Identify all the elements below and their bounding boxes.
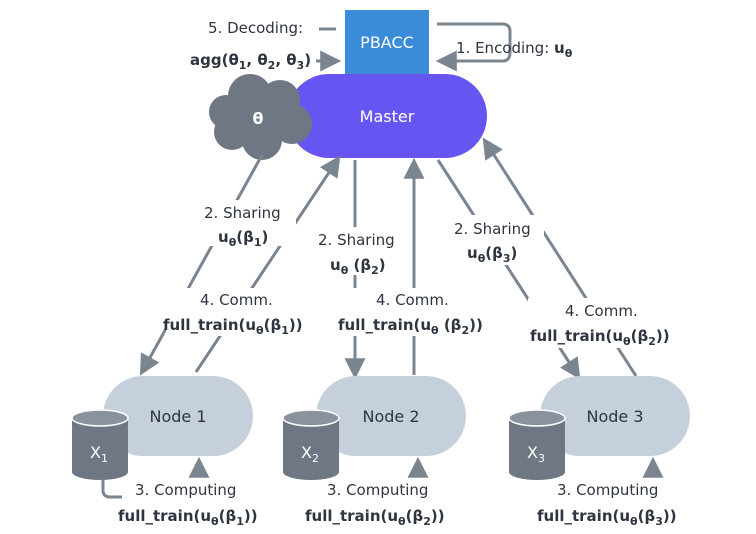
sharing-label-1: 2. Sharing uθ(β1): [200, 200, 296, 249]
computing-label-3: 3. Computing full_train(uθ(β3)): [537, 481, 677, 528]
pbacc-label: PBACC: [360, 33, 414, 52]
node-3-label: Node 3: [586, 407, 643, 426]
encoding-label: 1. Encoding: uθ: [456, 39, 573, 60]
sharing-arrow-1: [139, 154, 264, 376]
svg-text:uθ (β2): uθ (β2): [330, 256, 386, 277]
dataset-label-2: X2: [301, 443, 319, 465]
svg-text:3. Computing: 3. Computing: [135, 481, 236, 499]
svg-text:3. Computing: 3. Computing: [327, 481, 428, 499]
svg-text:2. Sharing: 2. Sharing: [454, 220, 531, 238]
svg-text:full_train(uθ(β2)): full_train(uθ(β2)): [530, 327, 670, 348]
database-icon-1: [71, 409, 129, 480]
database-icon-2: [282, 409, 340, 480]
decoding-label: 5. Decoding:: [208, 19, 303, 37]
svg-text:full_train(uθ(β3)): full_train(uθ(β3)): [537, 507, 677, 528]
svg-text:2. Sharing: 2. Sharing: [318, 231, 395, 249]
parameter-cloud-icon: [209, 74, 312, 160]
svg-text:full_train(uθ (β2)): full_train(uθ (β2)): [338, 316, 483, 337]
sharing-label-3: 2. Sharing uθ(β3): [450, 215, 544, 265]
database-icon-3: [508, 409, 566, 480]
master-label: Master: [360, 107, 415, 126]
sharing-label-2: 2. Sharing uθ (β2): [314, 227, 410, 277]
svg-text:full_train(uθ(β1)): full_train(uθ(β1)): [118, 507, 258, 528]
computing-label-2: 3. Computing full_train(uθ(β2)): [305, 481, 445, 528]
computing-label-1: 3. Computing full_train(uθ(β1)): [118, 481, 258, 528]
svg-text:full_train(uθ(β2)): full_train(uθ(β2)): [305, 507, 445, 528]
dataset-label-1: X1: [90, 443, 108, 465]
svg-text:full_train(uθ(β1)): full_train(uθ(β1)): [163, 316, 303, 337]
svg-text:4. Comm.: 4. Comm.: [376, 291, 449, 309]
cloud-theta-label: θ: [253, 109, 264, 128]
decoding-formula: agg(θ1, θ2, θ3): [190, 51, 311, 72]
node-1: [103, 376, 253, 456]
comm-label-1: 4. Comm. full_train(uθ(β1)): [163, 288, 310, 337]
svg-text:2. Sharing: 2. Sharing: [204, 204, 281, 222]
encoding-arrow: [435, 22, 512, 72]
node-3: [540, 376, 690, 456]
pbacc-box: [345, 10, 429, 75]
comm-label-3: 4. Comm. full_train(uθ(β2)): [528, 298, 680, 348]
node-2: [316, 376, 466, 456]
comm-label-2: 4. Comm. full_train(uθ (β2)): [338, 288, 492, 337]
svg-text:uθ(β3): uθ(β3): [467, 244, 517, 265]
dataset-label-3: X3: [527, 443, 545, 465]
svg-text:4. Comm.: 4. Comm.: [565, 302, 638, 320]
computing-arrow-1: [101, 480, 122, 499]
svg-text:4. Comm.: 4. Comm.: [200, 291, 273, 309]
svg-text:3. Computing: 3. Computing: [557, 481, 658, 499]
node-1-label: Node 1: [149, 407, 206, 426]
master-node: [287, 74, 487, 158]
svg-text:uθ(β1): uθ(β1): [218, 228, 268, 249]
node-2-label: Node 2: [362, 407, 419, 426]
comm-arrow-1: [194, 155, 341, 373]
